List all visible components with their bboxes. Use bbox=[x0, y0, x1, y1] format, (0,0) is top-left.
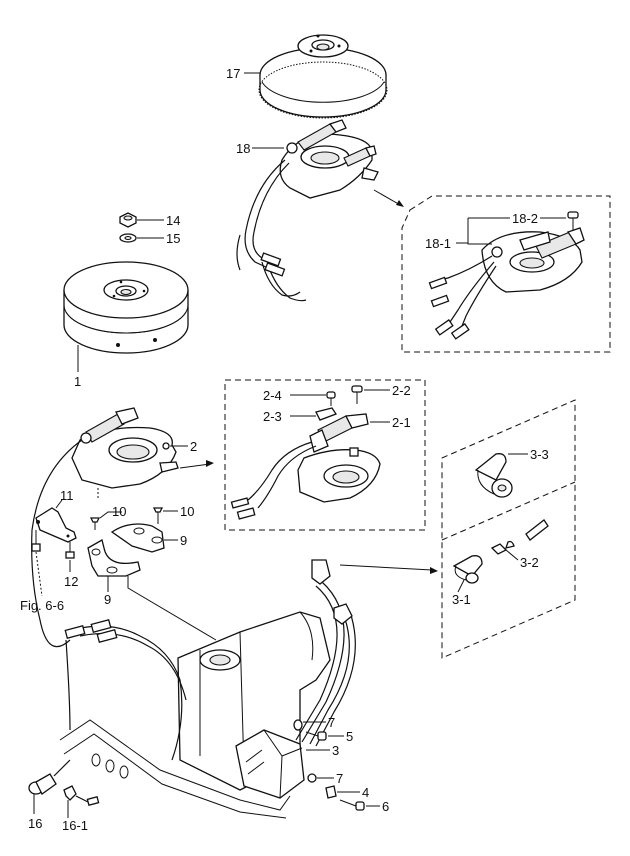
nut-14 bbox=[119, 212, 137, 228]
callout-18-2: 18-2 bbox=[512, 211, 538, 226]
callout-2: 2 bbox=[190, 439, 197, 454]
callout-14: 14 bbox=[166, 213, 180, 228]
cap-3-3 bbox=[474, 453, 513, 498]
callout-16: 16 bbox=[28, 816, 42, 831]
screw-10-left bbox=[89, 517, 101, 530]
screw-18-2 bbox=[567, 211, 579, 230]
spark-plug-cap-1 bbox=[311, 559, 331, 585]
flywheel-1 bbox=[63, 261, 189, 354]
screw-left bbox=[31, 530, 41, 552]
callout-2-1: 2-1 bbox=[392, 415, 411, 430]
callout-6: 6 bbox=[382, 799, 389, 814]
callout-4: 4 bbox=[362, 785, 369, 800]
stop-switch-16 bbox=[28, 759, 71, 795]
plate-9-upper bbox=[110, 523, 165, 553]
callout-10-left: 10 bbox=[112, 504, 126, 519]
bolt-5 bbox=[305, 731, 327, 741]
flywheel-17 bbox=[258, 34, 388, 119]
callout-9-lower: 9 bbox=[104, 592, 111, 607]
screw-2-2 bbox=[351, 385, 363, 404]
stator-coil-18-1 bbox=[481, 227, 585, 293]
callout-3-3: 3-3 bbox=[530, 447, 549, 462]
bolt-6 bbox=[339, 799, 365, 811]
fig-6-6-reference: Fig. 6-6 bbox=[20, 598, 64, 613]
callout-3-2: 3-2 bbox=[520, 555, 539, 570]
stator-18 bbox=[279, 119, 379, 199]
clip-16-1 bbox=[63, 785, 100, 806]
callout-15: 15 bbox=[166, 231, 180, 246]
callout-18-1: 18-1 bbox=[425, 236, 451, 251]
callout-12: 12 bbox=[64, 574, 78, 589]
callout-1: 1 bbox=[74, 374, 81, 389]
screw-10-right bbox=[152, 507, 164, 524]
ignition-coil-3 bbox=[235, 729, 305, 799]
callout-9-upper: 9 bbox=[180, 533, 187, 548]
callout-11: 11 bbox=[60, 488, 74, 503]
screw-2-4 bbox=[326, 391, 336, 406]
callout-7-lower: 7 bbox=[336, 771, 343, 786]
cap-3-1 bbox=[452, 555, 483, 584]
callout-2-2: 2-2 bbox=[392, 383, 411, 398]
collar-4 bbox=[325, 785, 337, 799]
callout-2-3: 2-3 bbox=[263, 409, 282, 424]
bracket-11 bbox=[35, 507, 77, 543]
washer-15 bbox=[119, 233, 137, 243]
callout-2-4: 2-4 bbox=[263, 388, 282, 403]
callout-17: 17 bbox=[226, 66, 240, 81]
terminal-3-2 bbox=[490, 519, 549, 555]
washer-7-upper bbox=[293, 719, 303, 731]
callout-3-1: 3-1 bbox=[452, 592, 471, 607]
plate-9-lower bbox=[87, 539, 141, 577]
callout-7-upper: 7 bbox=[328, 715, 335, 730]
callout-16-1: 16-1 bbox=[62, 818, 88, 833]
callout-5: 5 bbox=[346, 729, 353, 744]
callout-10-right: 10 bbox=[180, 504, 194, 519]
callout-3: 3 bbox=[332, 743, 339, 758]
washer-7-lower bbox=[307, 773, 317, 783]
spark-plug-cap-2 bbox=[333, 603, 353, 625]
screw-12 bbox=[65, 542, 75, 559]
callout-18: 18 bbox=[236, 141, 250, 156]
pulser-base-2 bbox=[71, 407, 179, 489]
plate-2-3 bbox=[315, 407, 337, 421]
pulser-coil-2-1 bbox=[297, 413, 381, 503]
